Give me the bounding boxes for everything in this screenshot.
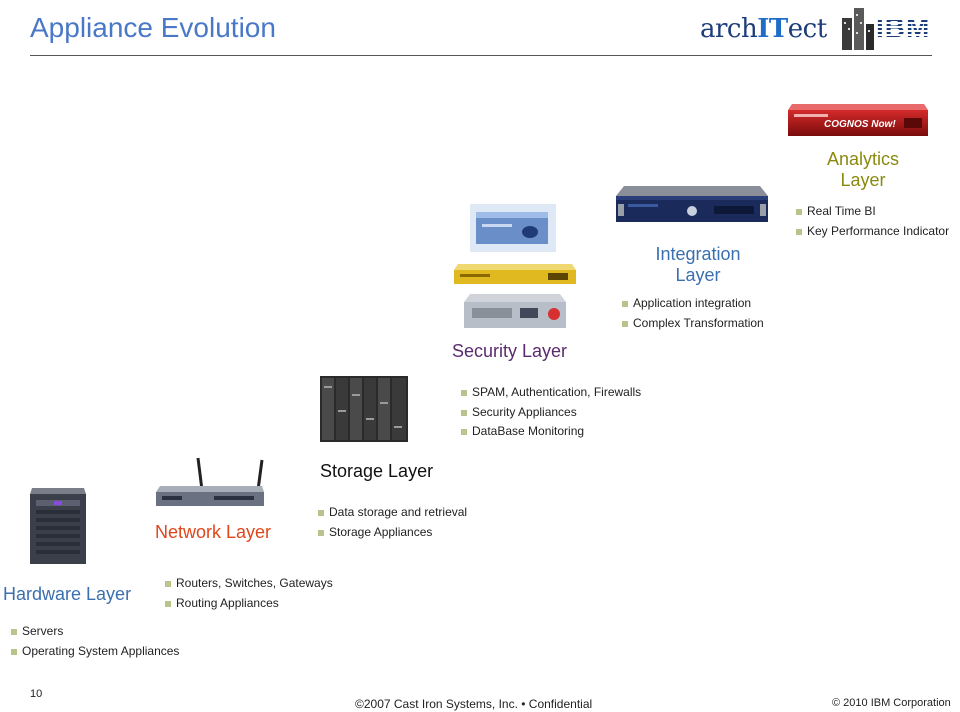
slide-title: Appliance Evolution [30,12,276,43]
hardware-layer-title: Hardware Layer [3,584,132,604]
footer-copyright: © 2010 IBM Corporation [832,697,951,709]
architect-logo-post: ect [787,14,827,44]
ibm-logo: IBM [876,12,931,43]
integration-title-line1: Integration [655,244,741,264]
integration-layer-title: Integration Layer [653,244,743,286]
storage-bullet-list: Data storage and retrieval Storage Appli… [318,503,467,542]
server-tower-image [30,488,86,564]
security-layer-title: Security Layer [452,341,568,361]
storage-layer-title: Storage Layer [320,461,434,481]
router-image [156,457,264,506]
network-layer-title: Network Layer [155,522,272,542]
analytics-title-line2: Layer [840,170,886,190]
list-item: Data storage and retrieval [318,503,467,523]
security-appliance-image-2 [454,264,576,284]
security-bullet-list: SPAM, Authentication, Firewalls Security… [461,383,641,442]
analytics-bullet-list: Real Time BI Key Performance Indicator [796,202,949,241]
page-number: 10 [30,688,43,700]
footer-confidential: ©2007 Cast Iron Systems, Inc. • Confiden… [355,697,593,711]
architect-logo: archITect [700,14,827,44]
security-appliance-image-1 [470,204,556,252]
cognos-appliance-image: COGNOS Now! [788,104,928,136]
list-item: Key Performance Indicator [796,222,949,242]
list-item: Servers [11,622,179,642]
analytics-title-line1: Analytics [826,149,900,169]
list-item: DataBase Monitoring [461,422,641,442]
list-item: Application integration [622,294,764,314]
analytics-layer-title: Analytics Layer [822,149,904,191]
architect-logo-it: IT [757,14,788,44]
list-item: Complex Transformation [622,314,764,334]
integration-server-image [616,186,768,222]
architect-tower-icon [842,8,874,50]
list-item: Operating System Appliances [11,642,179,662]
cognos-device-label: COGNOS Now! [824,119,896,130]
network-bullet-list: Routers, Switches, Gateways Routing Appl… [165,574,333,613]
list-item: Routing Appliances [165,594,333,614]
architect-logo-pre: arch [700,14,758,44]
list-item: Real Time BI [796,202,949,222]
storage-rack-image [320,376,408,442]
title-divider [30,55,932,56]
list-item: Security Appliances [461,403,641,423]
integration-bullet-list: Application integration Complex Transfor… [622,294,764,333]
hardware-bullet-list: Servers Operating System Appliances [11,622,179,661]
list-item: Storage Appliances [318,523,467,543]
integration-title-line2: Layer [675,265,721,285]
list-item: SPAM, Authentication, Firewalls [461,383,641,403]
list-item: Routers, Switches, Gateways [165,574,333,594]
security-appliance-image-3 [464,294,566,328]
